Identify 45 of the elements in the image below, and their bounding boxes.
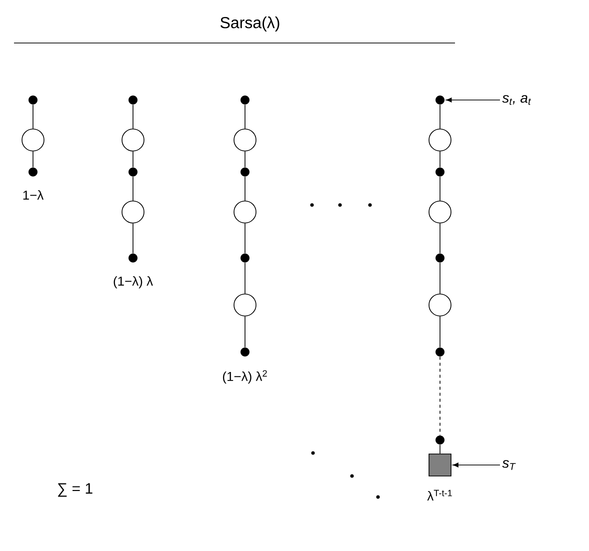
state-action-label: s$_{t}$, a$_{t}$ bbox=[502, 95, 532, 105]
connector-line bbox=[244, 104, 246, 129]
circle-node bbox=[428, 294, 452, 316]
dot bbox=[28, 96, 38, 104]
dot bbox=[436, 348, 444, 356]
connector-line bbox=[132, 223, 134, 254]
arrow bbox=[452, 462, 500, 468]
dot bbox=[240, 348, 250, 356]
connector-line bbox=[244, 176, 246, 201]
dot bbox=[240, 96, 250, 104]
circle-node bbox=[122, 200, 144, 224]
connector-line bbox=[244, 316, 246, 348]
circle-node bbox=[234, 294, 256, 316]
circle-node bbox=[428, 128, 452, 152]
dot bbox=[240, 254, 250, 262]
connector-line bbox=[244, 151, 246, 168]
connector-line bbox=[132, 176, 134, 201]
connector-line bbox=[244, 223, 246, 254]
circle-node bbox=[428, 200, 452, 224]
terminal-square bbox=[428, 454, 452, 476]
weight-label: (1−λ) λ$^{2}$ bbox=[222, 370, 267, 384]
circle-node bbox=[234, 200, 256, 224]
connector-line bbox=[132, 151, 134, 168]
dot bbox=[28, 168, 38, 176]
dot bbox=[128, 254, 138, 262]
connector-line bbox=[32, 104, 34, 129]
title: Sarsa(λ) bbox=[220, 16, 280, 32]
connector-line bbox=[244, 262, 246, 294]
circle-node bbox=[122, 128, 144, 152]
weight-label: 1−λ bbox=[23, 190, 44, 200]
weight-label: (1−λ) λ bbox=[114, 276, 153, 288]
dot bbox=[436, 436, 444, 444]
weight-label: λ$^{T-t-1}$ bbox=[427, 490, 452, 501]
state-action-label: s$_{T}$ bbox=[502, 460, 516, 470]
connector-line bbox=[32, 151, 34, 168]
sum-label: ∑ = 1 bbox=[58, 483, 92, 497]
circle-node bbox=[234, 128, 256, 152]
arrow bbox=[446, 98, 500, 102]
dot bbox=[128, 168, 138, 176]
dot bbox=[436, 168, 444, 176]
dot bbox=[436, 254, 444, 262]
dot bbox=[128, 96, 138, 104]
circle-node bbox=[22, 128, 44, 152]
dot bbox=[240, 168, 250, 176]
connector-line bbox=[132, 104, 134, 129]
